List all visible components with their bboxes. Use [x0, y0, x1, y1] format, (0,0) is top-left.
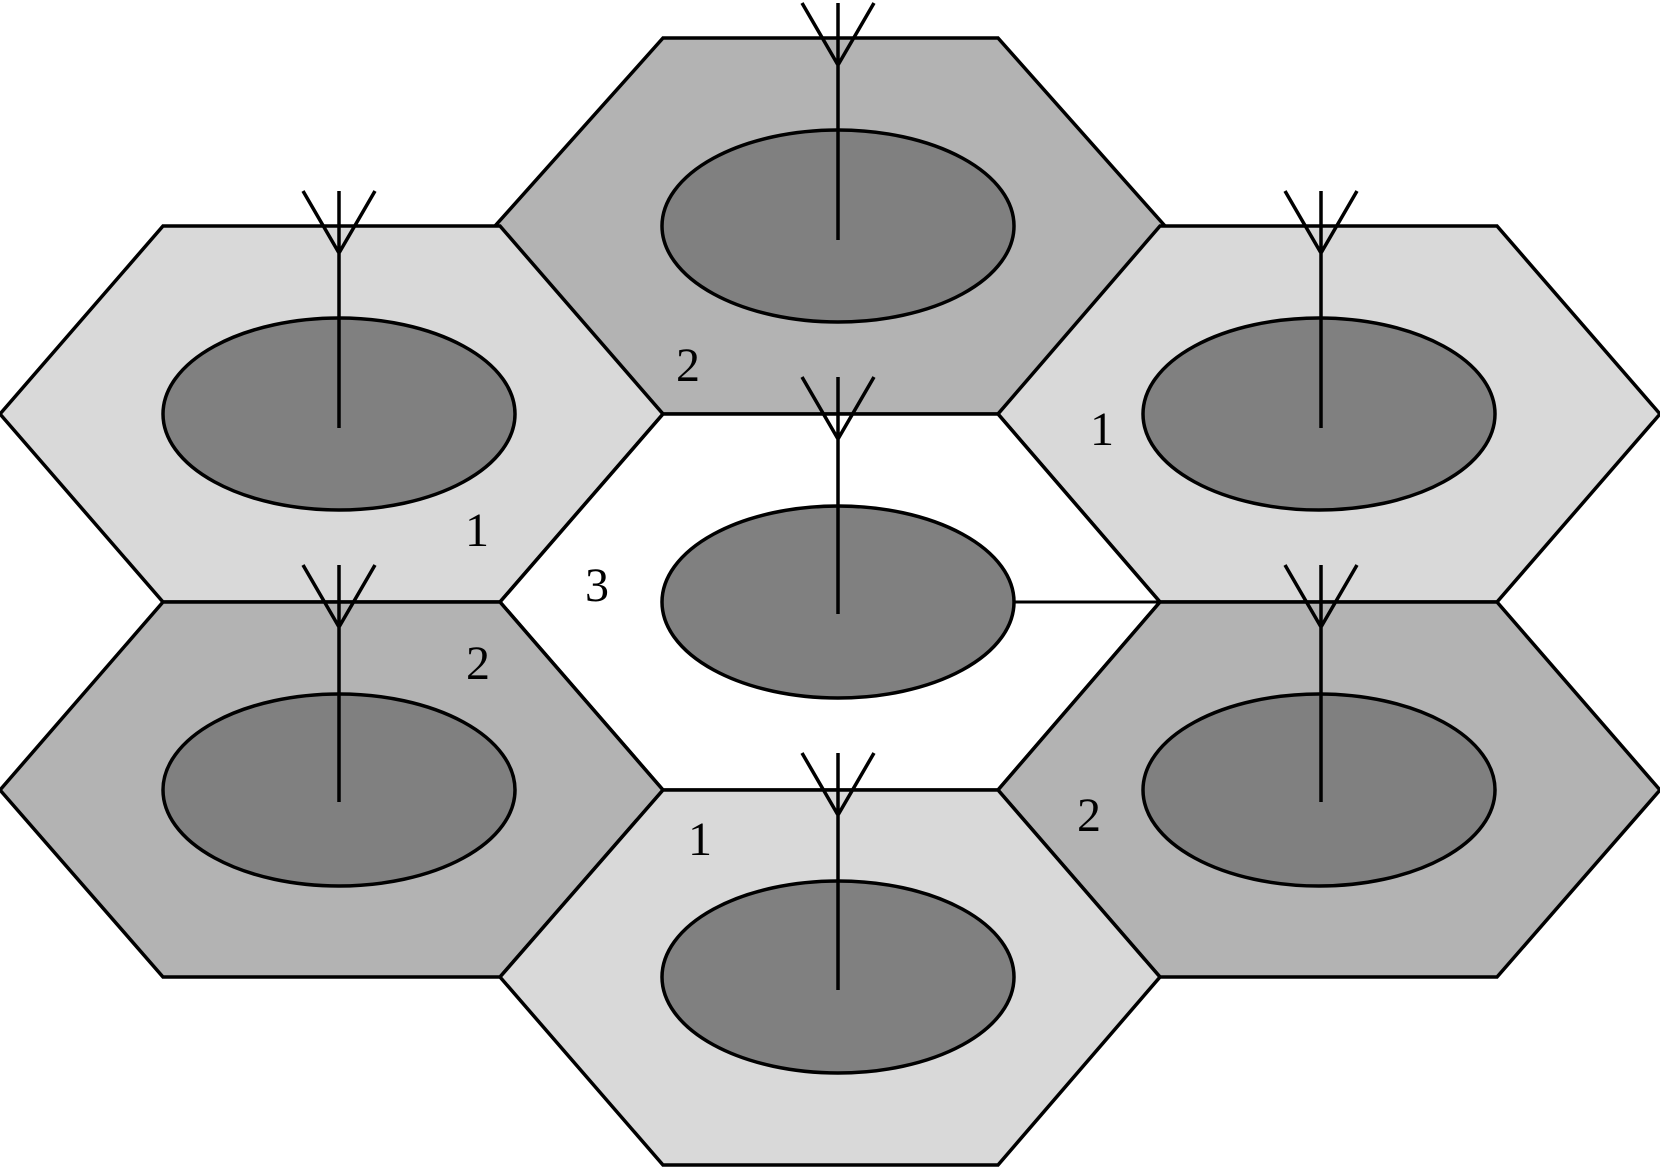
- label-lower-right: 2: [1077, 789, 1101, 842]
- inner-coverage-areas: [161, 128, 1497, 1075]
- antenna-icon: [800, 376, 876, 614]
- antenna-icon: [301, 190, 377, 428]
- label-bottom: 1: [688, 813, 712, 866]
- inner-ellipse-upper-right: [1141, 316, 1497, 512]
- inner-ellipse-lower-right: [1141, 692, 1497, 888]
- label-top: 2: [676, 339, 700, 392]
- reuse-labels: 2 1 1 3 2 2 1: [465, 339, 1114, 866]
- antennas: [301, 2, 1359, 990]
- label-center: 3: [585, 559, 609, 612]
- label-upper-right: 1: [1090, 403, 1114, 456]
- label-lower-left: 2: [466, 637, 490, 690]
- label-upper-left: 1: [465, 504, 489, 557]
- antenna-icon: [800, 2, 876, 240]
- antenna-icon: [301, 564, 377, 802]
- antenna-icon: [1283, 564, 1359, 802]
- antenna-icon: [800, 752, 876, 990]
- antenna-icon: [1283, 190, 1359, 428]
